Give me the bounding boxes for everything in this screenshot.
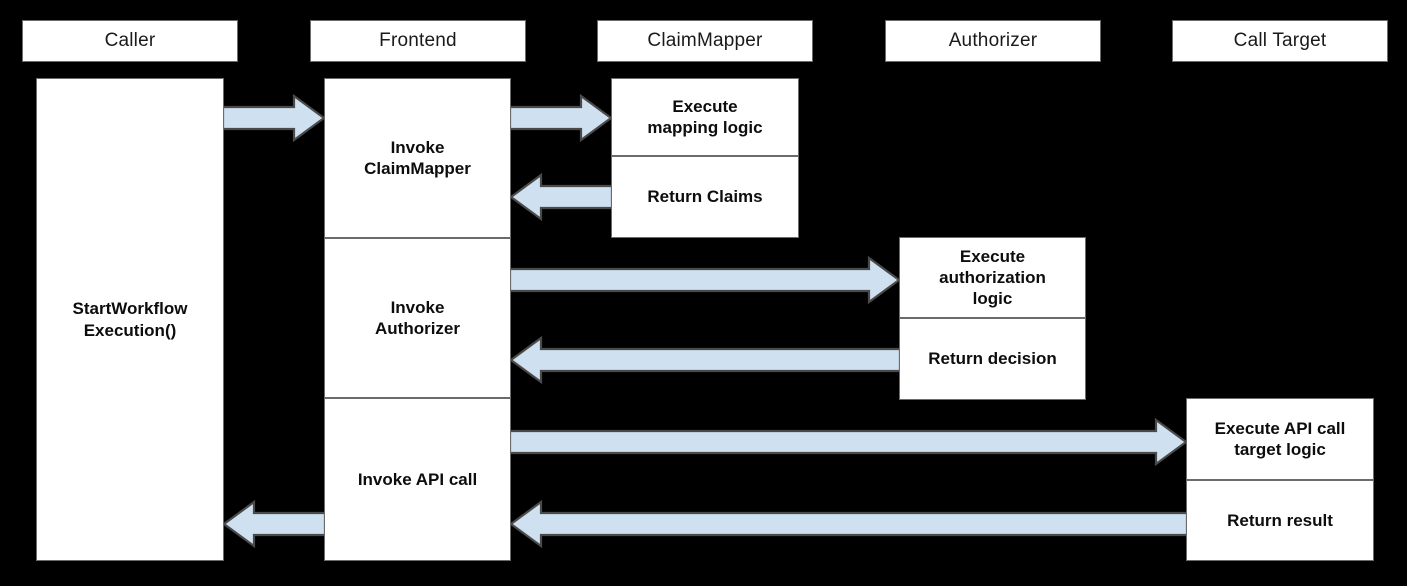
activation-caller-start-workflow-execution[interactable]: StartWorkflow Execution() bbox=[36, 78, 224, 561]
message-arrow-caller-to-frontend bbox=[222, 94, 326, 142]
activation-calltarget-execute-api-call-target-logic[interactable]: Execute API call target logic bbox=[1186, 398, 1374, 480]
lifeline-header-label: Authorizer bbox=[948, 30, 1038, 51]
activation-calltarget-return-result[interactable]: Return result bbox=[1186, 480, 1374, 561]
lifeline-header-claimmapper[interactable]: ClaimMapper bbox=[597, 20, 813, 62]
activation-label: Return Claims bbox=[647, 187, 763, 207]
activation-label: Return decision bbox=[928, 349, 1057, 369]
activation-frontend-invoke-api-call[interactable]: Invoke API call bbox=[324, 398, 511, 561]
message-arrow-authorizer-to-frontend bbox=[509, 336, 901, 384]
lifeline-header-label: Call Target bbox=[1233, 30, 1327, 51]
activation-claimmapper-return-claims[interactable]: Return Claims bbox=[611, 156, 799, 238]
activation-label: Invoke ClaimMapper bbox=[364, 137, 471, 178]
lifeline-header-authorizer[interactable]: Authorizer bbox=[885, 20, 1101, 62]
activation-label: Invoke API call bbox=[357, 469, 478, 489]
activation-authorizer-execute-authorization-logic[interactable]: Execute authorization logic bbox=[899, 237, 1086, 318]
activation-label: Execute mapping logic bbox=[647, 96, 763, 137]
activation-label: Execute authorization logic bbox=[939, 246, 1046, 309]
lifeline-header-caller[interactable]: Caller bbox=[22, 20, 238, 62]
lifeline-header-label: Frontend bbox=[379, 30, 457, 51]
activation-claimmapper-execute-mapping-logic[interactable]: Execute mapping logic bbox=[611, 78, 799, 156]
activation-label: Invoke Authorizer bbox=[375, 297, 460, 338]
message-arrow-claimmapper-to-frontend bbox=[509, 173, 613, 221]
message-arrow-frontend-to-calltarget bbox=[509, 418, 1188, 466]
message-arrow-frontend-to-claimmapper bbox=[509, 94, 613, 142]
lifeline-header-label: ClaimMapper bbox=[647, 30, 763, 51]
activation-label: Return result bbox=[1227, 510, 1333, 530]
message-arrow-calltarget-to-frontend bbox=[509, 500, 1188, 548]
activation-frontend-invoke-claimmapper[interactable]: Invoke ClaimMapper bbox=[324, 78, 511, 238]
activation-label: Execute API call target logic bbox=[1214, 418, 1346, 459]
lifeline-header-frontend[interactable]: Frontend bbox=[310, 20, 526, 62]
activation-label: StartWorkflow Execution() bbox=[72, 299, 188, 340]
lifeline-header-label: Caller bbox=[104, 30, 156, 51]
activation-authorizer-return-decision[interactable]: Return decision bbox=[899, 318, 1086, 400]
message-arrow-frontend-to-authorizer bbox=[509, 256, 901, 304]
lifeline-header-calltarget[interactable]: Call Target bbox=[1172, 20, 1388, 62]
message-arrow-frontend-to-caller bbox=[222, 500, 326, 548]
activation-frontend-invoke-authorizer[interactable]: Invoke Authorizer bbox=[324, 238, 511, 398]
